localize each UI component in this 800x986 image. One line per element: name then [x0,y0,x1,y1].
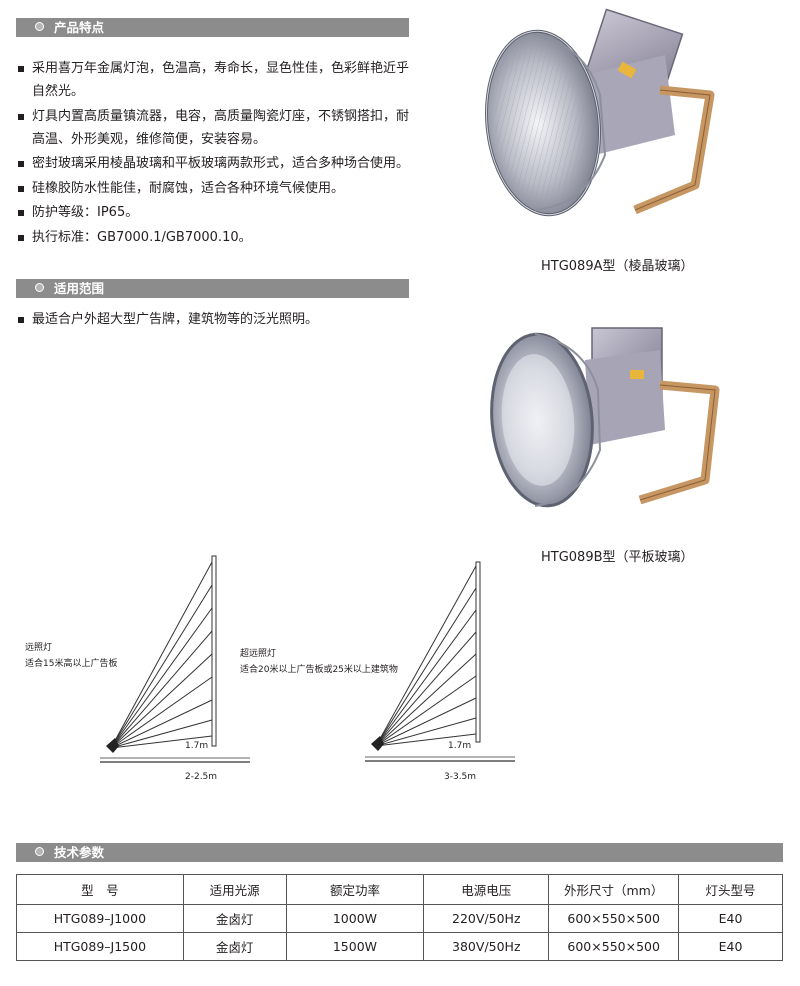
cell-lamp-base: E40 [678,932,783,961]
cell-voltage: 380V/50Hz [423,932,550,961]
left-diagram-label-2: 适合15米高以上广告板 [25,659,118,669]
scope-section-header: 适用范围 [16,279,409,298]
bullet-circle-icon [35,847,44,856]
feature-item: 执行标准：GB7000.1/GB7000.10。 [18,226,418,249]
bullet-circle-icon [35,22,44,31]
feature-text: 执行标准：GB7000.1/GB7000.10。 [32,229,252,245]
table-row: HTG089–J1000 金卤灯 1000W 220V/50Hz 600×550… [16,904,783,933]
product-a-caption: HTG089A型（棱晶玻璃） [541,259,694,274]
feature-text: 硅橡胶防水性能佳，耐腐蚀，适合各种环境气候使用。 [32,180,345,196]
square-bullet-icon [18,210,24,216]
square-bullet-icon [18,317,24,323]
spec-table: 型 号 适用光源 额定功率 电源电压 外形尺寸（mm） 灯头型号 HTG089–… [16,874,783,961]
cell-lamp-base: E40 [678,904,783,933]
header-model: 型 号 [16,874,184,905]
feature-text: 采用喜万年金属灯泡，色温高，寿命长，显色性佳，色彩鲜艳近乎自然光。 [32,61,410,99]
header-rated-power: 额定功率 [285,874,425,905]
cell-light-source: 金卤灯 [182,904,287,933]
square-bullet-icon [18,234,24,241]
feature-item: 密封玻璃采用棱晶玻璃和平板玻璃两款形式，适合多种场合使用。 [18,152,418,175]
feature-text: 防护等级：IP65。 [32,205,139,220]
table-row: HTG089–J1500 金卤灯 1500W 380V/50Hz 600×550… [16,932,783,961]
feature-item: 防护等级：IP65。 [18,201,418,224]
feature-item: 硅橡胶防水性能佳，耐腐蚀，适合各种环境气候使用。 [18,177,418,200]
right-height-label: 1.7m [448,741,472,751]
beam-diagram-left [100,555,250,763]
square-bullet-icon [18,113,24,120]
header-light-source: 适用光源 [182,874,287,905]
cell-model: HTG089–J1500 [16,932,184,961]
cell-rated-power: 1500W [285,932,425,961]
scope-section-title: 适用范围 [54,281,105,296]
scope-item: 最适合户外超大型广告牌，建筑物等的泛光照明。 [18,308,418,331]
right-distance-label: 3-3.5m [444,772,477,782]
feature-item: 灯具内置高质量镇流器，电容，高质量陶瓷灯座，不锈钢搭扣，耐高温、外形美观，维修简… [18,105,418,151]
beam-diagram-right [365,561,515,762]
square-bullet-icon [18,185,24,192]
cell-light-source: 金卤灯 [182,932,287,961]
feature-text: 灯具内置高质量镇流器，电容，高质量陶瓷灯座，不锈钢搭扣，耐高温、外形美观，维修简… [32,108,410,147]
cell-model: HTG089–J1000 [16,904,184,933]
features-list: 采用喜万年金属灯泡，色温高，寿命长，显色性佳，色彩鲜艳近乎自然光。 灯具内置高质… [18,57,418,250]
cell-dimensions: 600×550×500 [548,904,680,933]
header-lamp-base: 灯头型号 [678,874,783,905]
scope-list: 最适合户外超大型广告牌，建筑物等的泛光照明。 [18,308,418,333]
scope-text: 最适合户外超大型广告牌，建筑物等的泛光照明。 [32,312,319,327]
cell-dimensions: 600×550×500 [548,932,680,961]
square-bullet-icon [18,66,24,72]
table-header-row: 型 号 适用光源 额定功率 电源电压 外形尺寸（mm） 灯头型号 [16,874,783,905]
product-b-caption: HTG089B型（平板玻璃） [541,550,694,565]
right-diagram-label-1: 超远照灯 [240,649,277,659]
params-section-title: 技术参数 [54,845,105,860]
feature-text: 密封玻璃采用棱晶玻璃和平板玻璃两款形式，适合多种场合使用。 [32,156,410,171]
left-height-label: 1.7m [185,741,209,751]
header-dimensions: 外形尺寸（mm） [548,874,680,905]
features-section-header: 产品特点 [16,18,409,37]
header-voltage: 电源电压 [423,874,550,905]
right-diagram-label-2: 适合20米以上广告板或25米以上建筑物 [240,665,398,675]
left-diagram-label-1: 远照灯 [25,643,53,653]
cell-rated-power: 1000W [285,904,425,933]
features-section-title: 产品特点 [54,20,105,35]
bullet-circle-icon [35,283,44,292]
params-section-header: 技术参数 [16,843,783,862]
left-distance-label: 2-2.5m [185,772,218,782]
cell-voltage: 220V/50Hz [423,904,550,933]
square-bullet-icon [18,161,24,167]
feature-item: 采用喜万年金属灯泡，色温高，寿命长，显色性佳，色彩鲜艳近乎自然光。 [18,57,418,103]
floodlight-b-image [490,327,720,508]
floodlight-a-image [484,8,715,217]
